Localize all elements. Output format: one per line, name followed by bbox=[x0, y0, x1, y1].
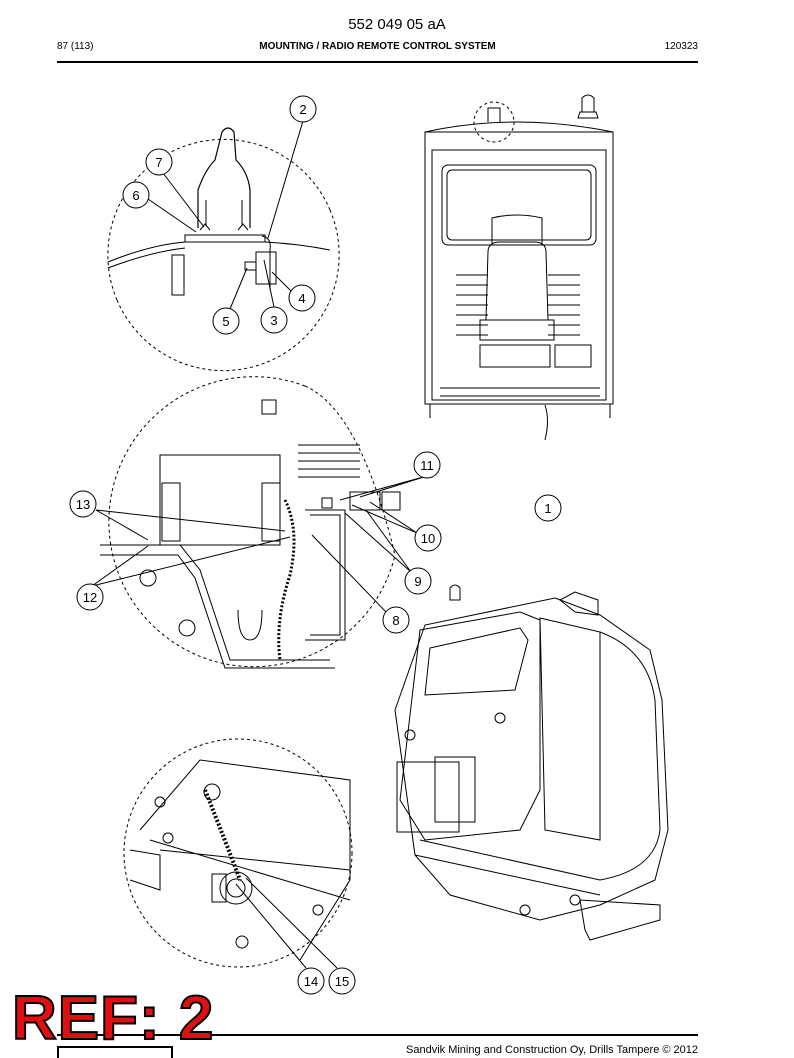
svg-text:7: 7 bbox=[155, 155, 162, 170]
svg-text:14: 14 bbox=[304, 974, 318, 989]
svg-text:3: 3 bbox=[270, 313, 277, 328]
callout-1: 1 bbox=[534, 494, 562, 522]
footer-rule bbox=[57, 1034, 698, 1036]
cab-isometric-view bbox=[394, 584, 669, 941]
svg-text:15: 15 bbox=[335, 974, 349, 989]
callout-7: 7 bbox=[145, 148, 173, 176]
svg-text:10: 10 bbox=[421, 531, 435, 546]
callout-8: 8 bbox=[382, 606, 410, 634]
callout-4: 4 bbox=[288, 284, 316, 312]
svg-text:11: 11 bbox=[420, 458, 434, 473]
page-header: 87 (113) MOUNTING / RADIO REMOTE CONTROL… bbox=[57, 41, 698, 55]
company-logo bbox=[57, 1046, 173, 1058]
detail-view-top bbox=[107, 127, 340, 372]
footer-copyright: Sandvik Mining and Construction Oy, Dril… bbox=[406, 1044, 698, 1056]
callout-13: 13 bbox=[69, 490, 97, 518]
cab-front-view bbox=[424, 94, 614, 441]
callout-12: 12 bbox=[76, 583, 104, 611]
page-title: MOUNTING / RADIO REMOTE CONTROL SYSTEM bbox=[259, 41, 496, 52]
leader-lines bbox=[91, 120, 428, 969]
header-rule bbox=[57, 61, 698, 63]
callout-2: 2 bbox=[289, 95, 317, 123]
svg-text:13: 13 bbox=[76, 497, 90, 512]
svg-text:12: 12 bbox=[83, 590, 97, 605]
callout-3: 3 bbox=[260, 306, 288, 334]
callout-14: 14 bbox=[297, 967, 325, 995]
svg-text:5: 5 bbox=[222, 314, 229, 329]
svg-text:4: 4 bbox=[298, 291, 305, 306]
svg-text:9: 9 bbox=[414, 574, 421, 589]
ref-stamp: REF: 2 bbox=[11, 984, 215, 1053]
detail-view-bottom bbox=[123, 738, 353, 968]
page-number: 87 (113) bbox=[57, 41, 94, 52]
document-number: 552 049 05 aA bbox=[348, 16, 446, 33]
callout-10: 10 bbox=[414, 524, 442, 552]
callout-9: 9 bbox=[404, 567, 432, 595]
svg-text:6: 6 bbox=[132, 188, 139, 203]
callout-15: 15 bbox=[328, 967, 356, 995]
svg-text:2: 2 bbox=[299, 102, 306, 117]
callouts: 1 2 3 4 5 6 7 8 9 10 11 12 13 14 15 bbox=[69, 95, 562, 995]
callout-11: 11 bbox=[413, 451, 441, 479]
callout-6: 6 bbox=[122, 181, 150, 209]
detail-view-middle bbox=[100, 376, 401, 669]
date-code: 120323 bbox=[664, 41, 698, 52]
svg-text:8: 8 bbox=[392, 613, 399, 628]
svg-text:1: 1 bbox=[544, 501, 551, 516]
callout-5: 5 bbox=[212, 307, 240, 335]
